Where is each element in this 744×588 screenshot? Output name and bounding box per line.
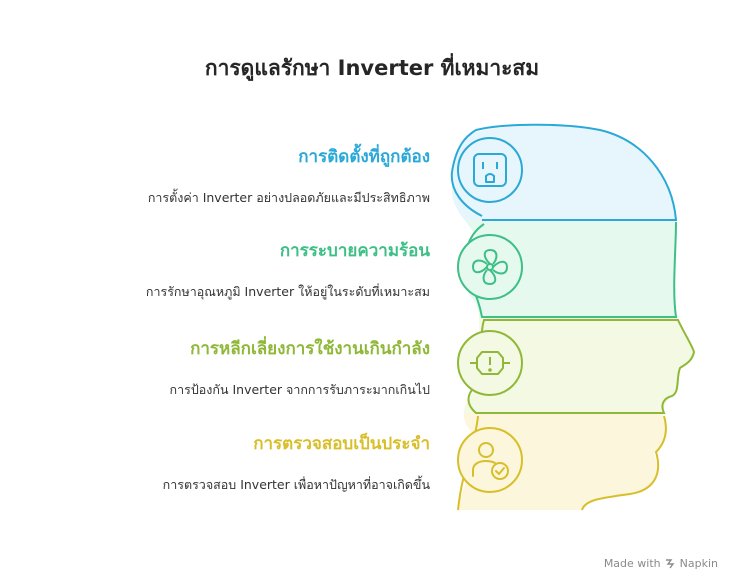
made-with-label: Made with	[603, 557, 661, 570]
napkin-logo-icon	[665, 559, 675, 569]
item-title: การติดตั้งที่ถูกต้อง	[298, 147, 430, 167]
head-outline-top	[450, 123, 678, 221]
user-check-icon	[472, 442, 509, 480]
napkin-brand-label: Napkin	[679, 557, 718, 570]
item-description: การตรวจสอบ Inverter เพื่อหาปัญหาที่อาจเก…	[162, 477, 430, 492]
item-title: การตรวจสอบเป็นประจำ	[253, 434, 430, 454]
circle-cooling	[457, 234, 523, 300]
power-outlet-icon	[473, 153, 507, 187]
item-description: การรักษาอุณหภูมิ Inverter ให้อยู่ในระดับ…	[145, 284, 430, 299]
item-description: การป้องกัน Inverter จากการรับภาระมากเกิน…	[169, 382, 430, 397]
overload-warning-icon	[470, 351, 510, 375]
fan-icon	[472, 249, 508, 285]
item-description: การตั้งค่า Inverter อย่างปลอดภัยและมีประ…	[147, 190, 430, 205]
circle-installation	[457, 137, 523, 203]
circle-inspection	[457, 427, 523, 493]
page-title: การดูแลรักษา Inverter ที่เหมาะสม	[204, 56, 540, 80]
item-title: การระบายความร้อน	[279, 241, 430, 261]
item-cooling: การระบายความร้อน การรักษาอุณหภูมิ Invert…	[30, 240, 430, 300]
item-inspection: การตรวจสอบเป็นประจำ การตรวจสอบ Inverter …	[30, 433, 430, 493]
item-installation: การติดตั้งที่ถูกต้อง การตั้งค่า Inverter…	[30, 146, 430, 206]
item-overload: การหลีกเลี่ยงการใช้งานเกินกำลัง การป้องก…	[30, 338, 430, 398]
item-title: การหลีกเลี่ยงการใช้งานเกินกำลัง	[190, 339, 430, 359]
made-with-napkin-badge[interactable]: Made with Napkin	[604, 557, 718, 570]
